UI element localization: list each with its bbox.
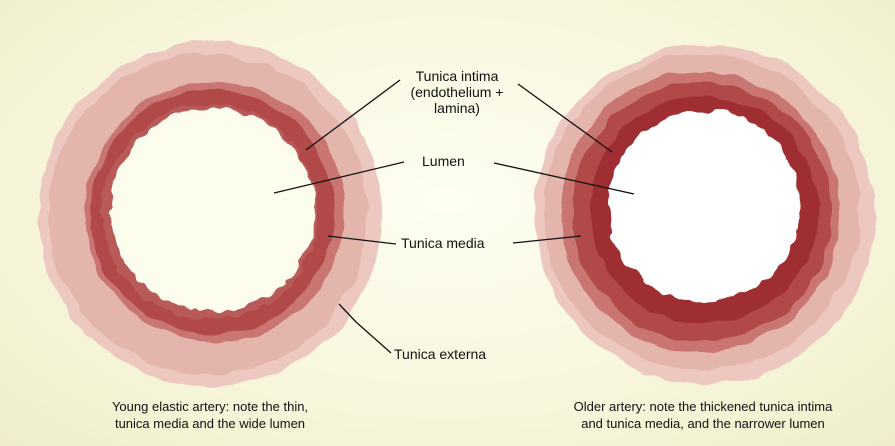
label-tunica-media: Tunica media (401, 235, 485, 251)
caption-older-line1: Older artery: note the thickened tunica … (514, 398, 892, 415)
caption-young-line1: Young elastic artery: note the thin, (60, 398, 360, 415)
young-lumen (111, 108, 315, 312)
older-artery-cross-section (535, 44, 875, 384)
caption-older-artery: Older artery: note the thickened tunica … (514, 398, 892, 432)
label-tunica-intima: Tunica intima (endothelium + lamina) (392, 68, 522, 116)
leader-externa (339, 304, 391, 353)
caption-young-artery: Young elastic artery: note the thin, tun… (60, 398, 360, 432)
young-artery-cross-section (38, 42, 382, 386)
caption-older-line2: and tunica media, and the narrower lumen (514, 415, 892, 432)
older-lumen (608, 110, 800, 302)
label-tunica-intima-line3: lamina) (392, 100, 522, 116)
label-tunica-intima-line1: Tunica intima (392, 68, 522, 84)
label-tunica-intima-line2: (endothelium + (392, 84, 522, 100)
label-tunica-externa: Tunica externa (394, 346, 486, 362)
caption-young-line2: tunica media and the wide lumen (60, 415, 360, 432)
label-lumen: Lumen (422, 153, 465, 169)
